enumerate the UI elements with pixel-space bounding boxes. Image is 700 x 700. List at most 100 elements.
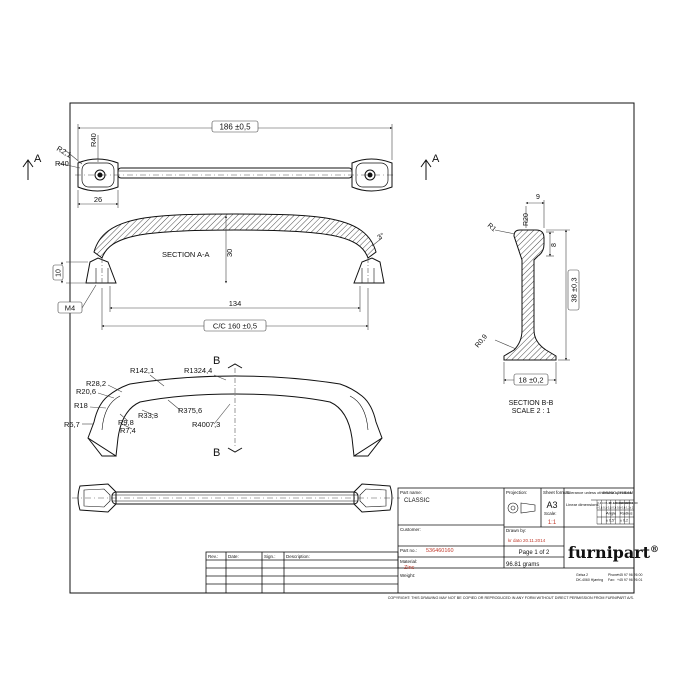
bb-8-dim: 8 [551,243,558,247]
thread-dim: M4 [65,304,75,313]
bb-9-dim: 9 [536,194,540,201]
bb-width-dim: 18 ±0,2 [519,376,544,385]
dia-10-dim: 10 [56,269,63,277]
sheet-format: A3 [546,500,557,510]
tolerance-radius: ± 0,2 [620,519,628,523]
bb-r20-dim: R20 [523,213,530,226]
r7-4-dim: R7,4 [120,426,136,435]
tolerance-range-6: 1000-2000 [621,501,634,505]
linear-label: Linear dimensions: [566,502,600,507]
material: Zinc [404,565,415,571]
cc-dim: C/C 160 ±0,5 [213,322,257,331]
tolerance-standard: DS/ISO 2768-1M [603,490,633,495]
sheet-format-label: Sheet format: [543,490,570,495]
section-aa-title: SECTION A-A [162,250,210,259]
tolerance-value-7: ± 2 [630,506,634,510]
tolerance-value-1: ± 0,1 [601,506,607,510]
r142-1-dim: R142,1 [130,366,154,375]
thread-box [57,301,83,314]
tolerance-table-cells [596,500,630,524]
tolerance-value-4: ± 0,5 [615,506,621,510]
fax: +45 97 96 26 01 [617,578,642,582]
tolerance-value-6: ± 1,2 [624,506,630,510]
part-name-label: Part name: [400,490,422,495]
r18-dim: R18 [74,401,88,410]
tolerance-range-4: 120-400 [613,501,623,505]
tolerance-range-0: 0-3 [597,501,601,505]
tolerance-value-0: ± 0,1 [596,506,602,510]
projection-label: Projection: [506,490,527,495]
front-view [87,368,383,457]
customer-label: Customer: [400,527,421,532]
section-bb-dimension-lines [494,200,570,384]
copyright-notice: COPYRIGHT: THIS DRAWING MAY NOT BE COPIE… [388,596,634,600]
part-no-label: Part no.: [400,548,417,553]
section-aa-dimension-lines [60,215,383,330]
r375-6-dim: R375,6 [178,406,202,415]
weight-label: Weight: [400,573,415,578]
brand-logo: furnipart® [568,543,659,562]
end-width-dim: 26 [94,195,102,204]
cc-box [203,319,267,332]
overall-length-dim: 186 ±0,5 [219,123,251,132]
section-bb-view [503,229,557,361]
bottom-view [72,483,400,513]
part-no: 536460160 [426,548,454,554]
r6-7-dim: R6,7 [64,420,80,429]
section-b-label-top: B [213,355,220,367]
tolerance-range-5: 400-1000 [617,501,629,505]
projection-symbol [507,502,536,514]
front-view-leaders [82,374,231,430]
section-a-label-right: A [432,153,440,165]
r1324-4-dim: R1324,4 [184,366,212,375]
r20-6-dim: R20,6 [76,387,96,396]
r28-2-dim: R28,2 [86,379,106,388]
angle-3-dim: 3° [376,231,386,241]
inner-134-dim: 134 [229,299,242,308]
bb-height-dim: 38 ±0,3 [570,278,579,303]
fax-label: Fax: [608,578,615,582]
rev-header: Rev.: [208,554,218,559]
sign-header: Sign.: [264,554,276,559]
phone-label: Phone: [608,573,619,577]
bb-r1-dim: R1 [486,222,497,233]
tolerance-value-5: ± 0,8 [619,506,625,510]
section-aa-view [85,213,385,285]
tolerance-range-3: 30-120 [609,501,618,505]
page-indicator: Page 1 of 2 [519,550,550,556]
address-line-2: DK-4060 Hjørring [576,578,603,582]
phone: +45 97 96 26 00 [617,573,642,577]
tolerance-range-7: 2000-4000 [625,501,638,505]
bb-width-box [513,373,549,386]
date-header: Date: [228,554,239,559]
tolerance-value-3: ± 0,3 [610,506,616,510]
r40-side-dim: R40 [55,159,69,168]
r33-3-dim: R33,3 [138,411,158,420]
description-header: Description: [286,554,310,559]
section-a-label-left: A [34,153,42,165]
dia-10-box [52,264,64,281]
overall-length-box [211,120,259,133]
section-bb-title: SECTION B-B [509,400,554,407]
r40-top-dim: R40 [89,133,98,147]
drawn-by: kr dato 20.11.2014 [508,538,546,543]
material-label: Material: [400,559,417,564]
height-30-dim: 30 [225,249,234,257]
tolerance-range-1: 3-6 [602,501,606,505]
section-arrows-a [22,159,432,180]
radius-label: Radius [620,511,632,516]
section-b-label-bottom: B [213,447,220,459]
top-view-dimension-lines [57,124,393,208]
part-name: CLASSIC [404,498,430,504]
tolerance-range-2: 6-30 [606,501,612,505]
address-line-1: Gelsa 2 [576,573,588,577]
tolerance-ranges: 0-3± 0,13-6± 0,16-30± 0,230-120± 0,3120-… [596,501,638,510]
tolerance-header: Tolerance unless otherwise specified: [566,490,632,495]
bb-r09-dim: R0,9 [474,333,489,349]
r4007-3-dim: R4007,3 [192,420,220,429]
tolerance-value-2: ± 0,2 [606,506,612,510]
drawn-by-label: Drawn by: [506,528,526,533]
bb-height-box [567,269,580,311]
weight: 96.81 grams [506,562,539,568]
